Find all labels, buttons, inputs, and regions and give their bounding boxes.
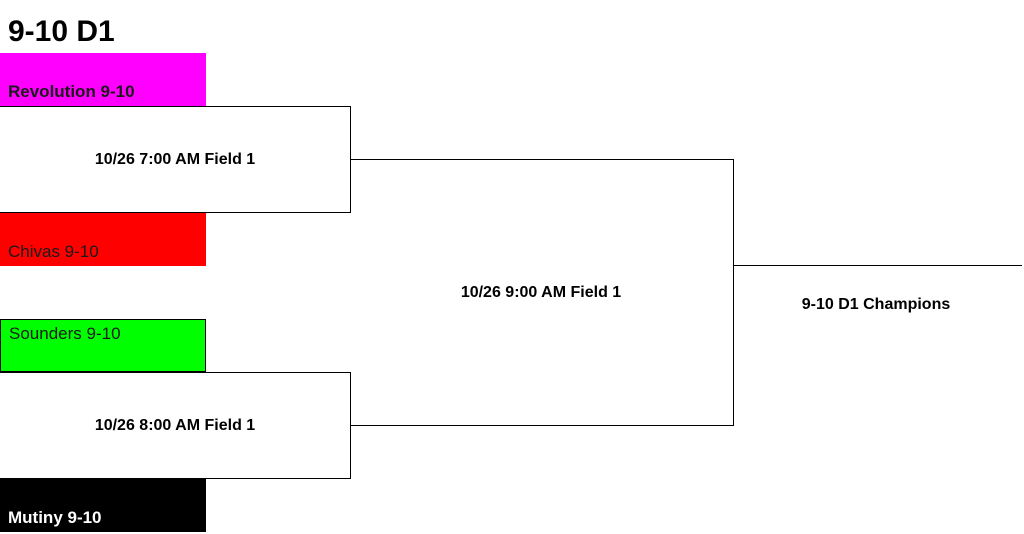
bracket-line <box>0 106 351 107</box>
bracket-line <box>0 372 351 373</box>
bracket-line <box>733 265 1022 266</box>
bracket-line <box>0 212 351 213</box>
match-label-semifinal-2: 10/26 8:00 AM Field 1 <box>94 417 256 434</box>
bracket-line <box>0 478 351 479</box>
team-slot-revolution: Revolution 9-10 <box>0 53 206 106</box>
match-label-semifinal-1: 10/26 7:00 AM Field 1 <box>94 151 256 168</box>
champion-label: 9-10 D1 Champions <box>801 296 951 313</box>
match-label-final: 10/26 9:00 AM Field 1 <box>460 284 622 301</box>
team-name: Mutiny 9-10 <box>8 508 102 527</box>
team-name: Revolution 9-10 <box>8 82 135 101</box>
team-slot-mutiny: Mutiny 9-10 <box>0 479 206 532</box>
bracket-title: 9-10 D1 <box>8 15 115 48</box>
bracket-line <box>350 159 734 160</box>
bracket-line <box>733 159 734 426</box>
bracket-line <box>350 425 734 426</box>
team-name: Chivas 9-10 <box>8 242 99 261</box>
team-slot-chivas: Chivas 9-10 <box>0 213 206 266</box>
team-name: Sounders 9-10 <box>9 324 121 343</box>
team-slot-sounders: Sounders 9-10 <box>0 319 206 372</box>
